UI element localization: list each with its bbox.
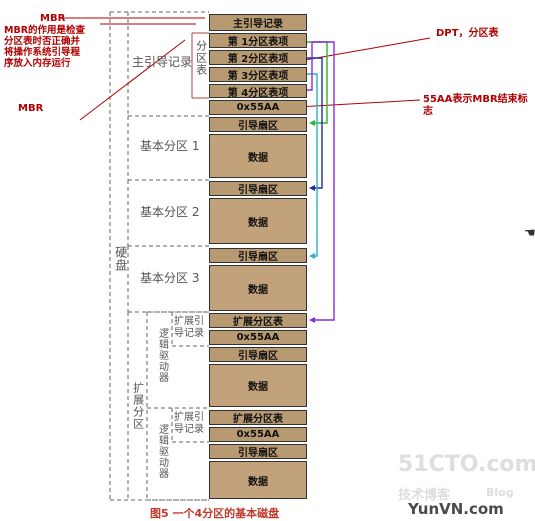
signature-note: 55AA表示MBR结束标志 (423, 94, 528, 117)
signature-cell-2: 0x55AA (209, 330, 307, 345)
arrow-pt4 (307, 41, 335, 321)
mbr-description: MBR的作用是检查分区表时否正确并将操作系统引导程序放入内存运行 (4, 25, 86, 69)
ext-boot-record-1-label: 扩展引导记录 (174, 316, 204, 339)
watermark-51cto: 51CTO.com (398, 452, 535, 477)
signature-cell-1: 0x55AA (209, 100, 307, 115)
logical-drive-1-label: 逻辑驱动器 (156, 328, 168, 383)
boot-sector-5: 引导扇区 (209, 444, 307, 459)
boot-sector-3: 引导扇区 (209, 248, 307, 263)
data-block-1: 数据 (209, 134, 307, 178)
partition-entry-4: 第 4分区表项 (209, 84, 307, 99)
ext-partition-table-2: 扩展分区表 (209, 410, 307, 425)
watermark-blog: Blog (486, 486, 514, 499)
ext-boot-record-2-label: 扩展引导记录 (174, 412, 204, 435)
signature-cell-3: 0x55AA (209, 427, 307, 442)
mbr-main-cell: 主引导记录 (209, 14, 307, 31)
boot-sector-2: 引导扇区 (209, 181, 307, 196)
watermark-yunvn: YunVN.com (408, 500, 504, 518)
ext-partition-table-1: 扩展分区表 (209, 313, 307, 328)
main-boot-record-label: 主引导记录 (132, 55, 193, 69)
mbr-left-pointer-line (79, 39, 186, 121)
hand-cursor-icon: ☚ (524, 226, 535, 241)
basic-partition-2-label: 基本分区 2 (140, 205, 200, 219)
data-block-3: 数据 (209, 265, 307, 311)
extended-partition-label: 扩展分区 (131, 382, 145, 430)
partition-entry-1: 第 1分区表项 (209, 33, 307, 48)
figure-caption: 图5 一个4分区的基本磁盘 (150, 507, 280, 520)
partition-entry-3: 第 3分区表项 (209, 67, 307, 82)
watermark-blog-cn: 技术博客 (398, 488, 451, 503)
mbr-top-label: MBR (40, 13, 66, 24)
basic-partition-3-label: 基本分区 3 (140, 271, 200, 285)
data-block-5: 数据 (209, 461, 307, 499)
data-block-2: 数据 (209, 198, 307, 244)
mbr-left-label: MBR (18, 103, 44, 114)
dpt-label: DPT，分区表 (436, 28, 499, 39)
partition-table-label: 分区表 (194, 40, 208, 76)
boot-sector-4: 引导扇区 (209, 347, 307, 362)
dpt-pointer-line (304, 37, 431, 61)
boot-sector-1: 引导扇区 (209, 117, 307, 132)
disk-label: 硬盘 (113, 246, 128, 272)
partition-entry-2: 第 2分区表项 (209, 50, 307, 65)
basic-partition-1-label: 基本分区 1 (140, 139, 200, 153)
logical-drive-2-label: 逻辑驱动器 (156, 424, 168, 479)
arrow-pt3 (307, 73, 318, 257)
data-block-4: 数据 (209, 364, 307, 407)
